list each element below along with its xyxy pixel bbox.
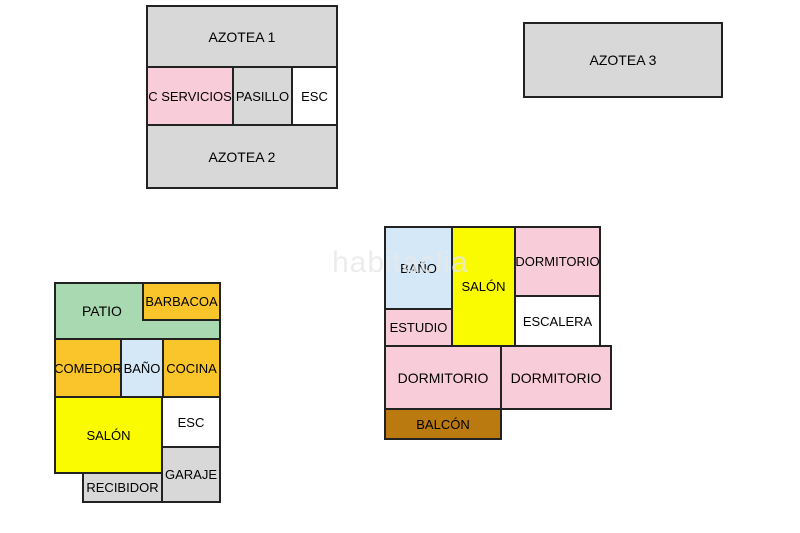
room-label: PATIO (82, 303, 122, 319)
room-dormitorio-1: DORMITORIO (514, 226, 601, 297)
room-label: ESC (177, 414, 205, 430)
room-azotea-2: AZOTEA 2 (146, 124, 338, 189)
room-esc-rooftop: ESC (291, 66, 338, 126)
room-dormitorio-3: DORMITORIO (500, 345, 612, 410)
room-label: ESCALERA (522, 313, 593, 329)
room-label: BALCÓN (416, 416, 470, 432)
room-balcon: BALCÓN (384, 408, 502, 440)
room-bano-ground: BAÑO (120, 338, 164, 398)
room-azotea-1: AZOTEA 1 (146, 5, 338, 68)
room-label: BARBACOA (145, 294, 218, 309)
room-azotea-3: AZOTEA 3 (523, 22, 723, 98)
room-label: ESTUDIO (389, 320, 448, 335)
room-recibidor: RECIBIDOR (82, 472, 163, 503)
room-label: BAÑO (400, 260, 437, 276)
room-label: PASILLO (235, 88, 290, 104)
room-label: DORMITORIO (515, 254, 600, 269)
room-label: C SERVICIOS (148, 88, 232, 104)
room-label: AZOTEA 3 (589, 52, 657, 68)
room-label: COMEDOR (54, 360, 122, 376)
room-label: RECIBIDOR (86, 480, 159, 495)
room-label: AZOTEA 2 (208, 148, 276, 165)
room-salon-upper: SALÓN (451, 226, 516, 347)
room-label: DORMITORIO (510, 369, 602, 386)
room-pasillo: PASILLO (232, 66, 293, 126)
room-label: SALÓN (86, 427, 131, 443)
room-label: COCINA (166, 360, 217, 376)
room-label: BAÑO (123, 360, 161, 376)
room-label: SALÓN (461, 279, 506, 294)
room-barbacoa: BARBACOA (142, 282, 221, 321)
room-label: ESC (301, 88, 328, 104)
room-escalera: ESCALERA (514, 295, 601, 347)
room-label: GARAJE (164, 467, 217, 482)
room-label: AZOTEA 1 (208, 28, 276, 45)
room-esc-ground: ESC (161, 396, 221, 448)
room-garaje: GARAJE (161, 446, 221, 503)
room-estudio: ESTUDIO (384, 308, 453, 347)
room-bano-upper: BAÑO (384, 226, 453, 310)
room-label: DORMITORIO (397, 369, 489, 386)
room-cocina: COCINA (162, 338, 221, 398)
room-salon-ground: SALÓN (54, 396, 163, 474)
room-c-servicios: C SERVICIOS (146, 66, 234, 126)
room-dormitorio-2: DORMITORIO (384, 345, 502, 410)
room-comedor: COMEDOR (54, 338, 122, 398)
